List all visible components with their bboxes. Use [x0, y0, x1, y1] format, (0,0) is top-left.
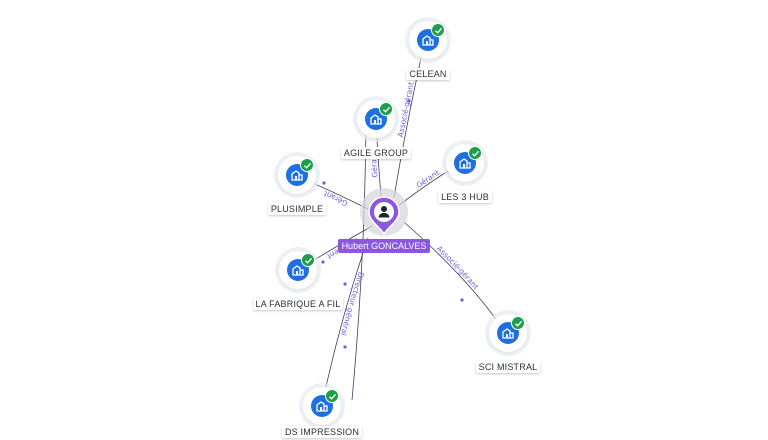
verified-check-icon [431, 23, 445, 37]
verified-check-icon [300, 158, 314, 172]
edge-ds-impression: Directeur général [321, 237, 369, 406]
arrow-marker [343, 345, 347, 349]
company-name: SCI MISTRAL [475, 361, 541, 373]
arrow-marker [343, 282, 347, 286]
svg-text:Associé-gérant: Associé-gérant [396, 81, 416, 138]
edge-agile-group: Gérant [369, 119, 382, 197]
edge-ds-to-agile [351, 119, 367, 401]
verified-check-icon [325, 389, 339, 403]
edge-label-celean: Associé-gérant [396, 81, 416, 138]
person-icon [378, 206, 390, 218]
company-name: CELEAN [406, 68, 450, 80]
verified-check-icon [379, 102, 393, 116]
verified-check-icon [468, 146, 482, 160]
company-name: AGILE GROUP [340, 147, 412, 159]
verified-check-icon [301, 253, 315, 267]
arrow-marker [460, 298, 464, 302]
verified-check-icon [511, 316, 525, 330]
svg-text:Associé-gérant: Associé-gérant [435, 244, 481, 291]
arrow-marker [407, 99, 411, 103]
person-name: Hubert GONCALVES [337, 239, 431, 253]
arrow-marker [321, 260, 325, 264]
edge-label-sci-mistral: Associé-gérant [435, 244, 481, 291]
company-name: LES 3 HUB [438, 191, 492, 203]
company-name: DS IMPRESSION [281, 426, 363, 438]
arrow-marker [322, 181, 326, 185]
map-pin [368, 196, 400, 236]
edge-label-agile-group: Gérant [369, 151, 380, 178]
company-name: LA FABRIQUE A FIL [252, 298, 344, 310]
company-name: PLUSIMPLE [267, 203, 327, 215]
svg-text:Gérant: Gérant [369, 151, 380, 178]
